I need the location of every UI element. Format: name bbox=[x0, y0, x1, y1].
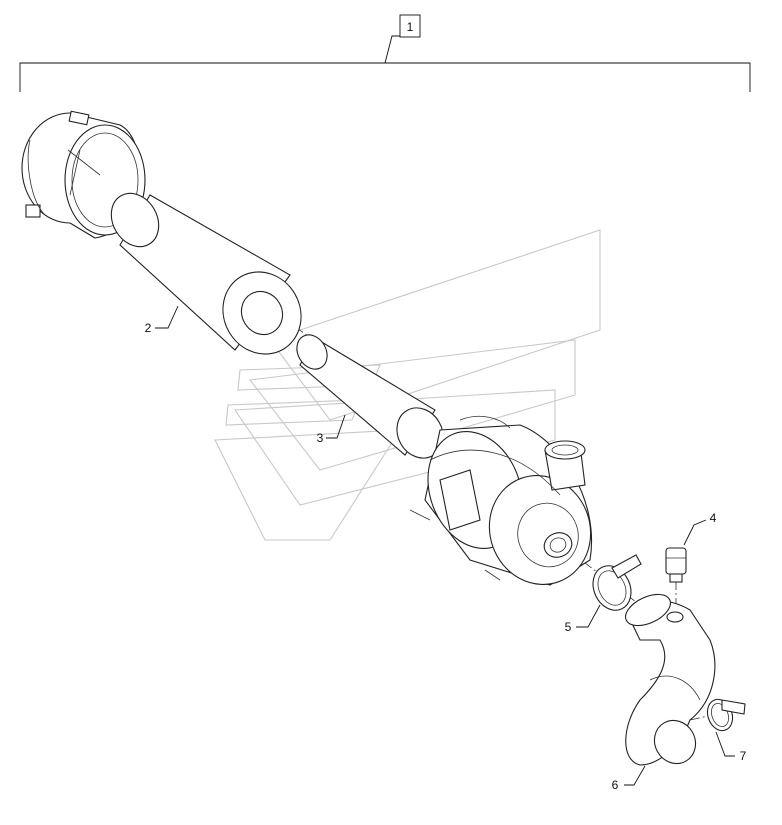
svg-text:4: 4 bbox=[710, 511, 717, 525]
svg-text:5: 5 bbox=[565, 620, 572, 634]
restriction-indicator bbox=[665, 547, 687, 583]
hose-clamp-5 bbox=[592, 554, 642, 611]
callout-4: 4 bbox=[683, 511, 717, 546]
svg-text:7: 7 bbox=[740, 749, 747, 763]
assembly-callout-box bbox=[399, 14, 421, 38]
svg-text:2: 2 bbox=[145, 321, 152, 335]
hose-clamp-7 bbox=[706, 698, 746, 732]
assembly-callout-label: 1 bbox=[407, 20, 414, 34]
air-cleaner-housing bbox=[409, 415, 592, 586]
outlet-hose bbox=[625, 593, 716, 766]
callout-6: 6 bbox=[612, 765, 646, 792]
callout-5: 5 bbox=[565, 604, 601, 634]
callout-2: 2 bbox=[145, 305, 179, 335]
callout-7: 7 bbox=[715, 731, 747, 763]
secondary-filter-element bbox=[296, 334, 444, 459]
callout-3: 3 bbox=[317, 414, 346, 445]
svg-text:6: 6 bbox=[612, 778, 619, 792]
svg-text:3: 3 bbox=[317, 431, 324, 445]
end-cover bbox=[21, 110, 146, 239]
assembly-bracket: 1 bbox=[19, 14, 751, 92]
primary-filter-element bbox=[110, 192, 302, 355]
